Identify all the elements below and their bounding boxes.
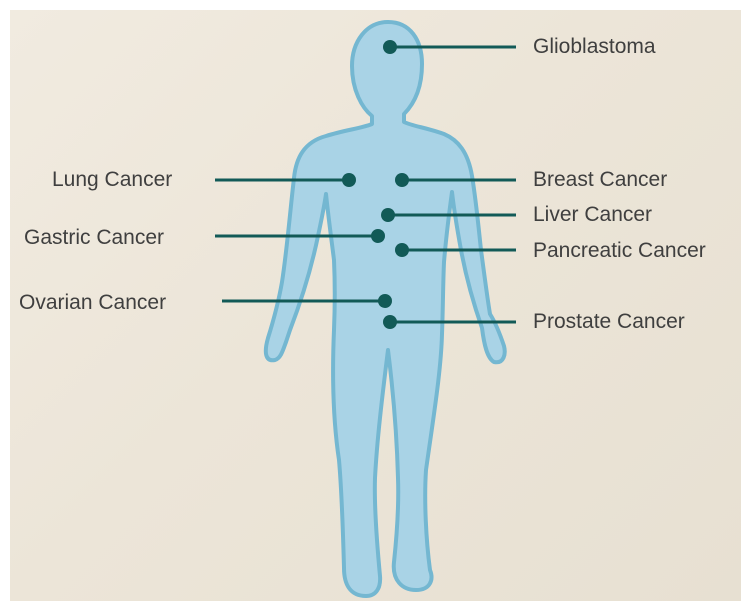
- gastric-cancer-marker: [371, 229, 385, 243]
- pancreatic-cancer-marker: [395, 243, 409, 257]
- prostate-cancer-label: Prostate Cancer: [533, 310, 685, 334]
- human-body-silhouette: [266, 22, 505, 596]
- gastric-cancer-label: Gastric Cancer: [24, 226, 164, 250]
- breast-cancer-label: Breast Cancer: [533, 168, 667, 192]
- liver-cancer-label: Liver Cancer: [533, 203, 652, 227]
- lung-cancer-marker: [342, 173, 356, 187]
- lung-cancer-label: Lung Cancer: [52, 168, 172, 192]
- glioblastoma-marker: [383, 40, 397, 54]
- ovarian-cancer-label: Ovarian Cancer: [19, 291, 166, 315]
- liver-cancer-marker: [381, 208, 395, 222]
- glioblastoma-label: Glioblastoma: [533, 35, 656, 59]
- pancreatic-cancer-label: Pancreatic Cancer: [533, 239, 706, 263]
- breast-cancer-marker: [395, 173, 409, 187]
- prostate-cancer-marker: [383, 315, 397, 329]
- ovarian-cancer-marker: [378, 294, 392, 308]
